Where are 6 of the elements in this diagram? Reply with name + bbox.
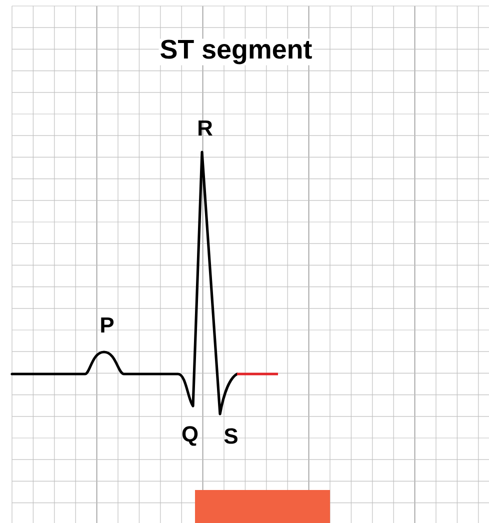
wave-label: P: [101, 317, 114, 333]
wave-label: S: [224, 428, 238, 444]
wave-label: Q: [182, 426, 198, 446]
title: ST segment: [158, 38, 314, 66]
wave-label: R: [198, 120, 212, 136]
duration-bar: [195, 490, 330, 523]
